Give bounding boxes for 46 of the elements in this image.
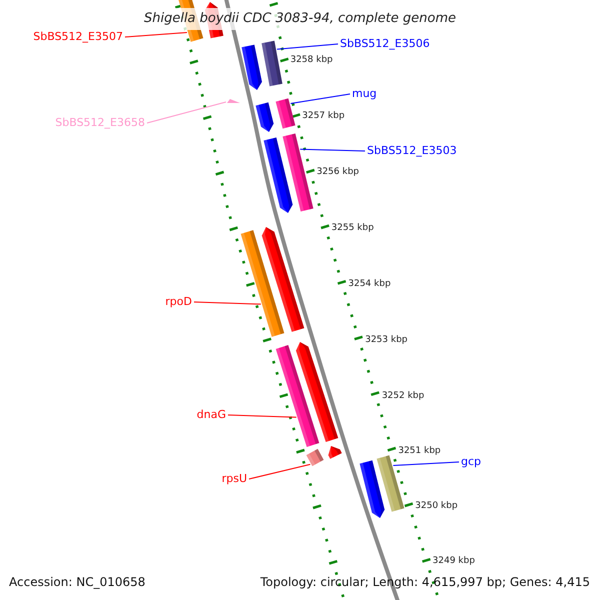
gene-label: rpoD	[165, 295, 192, 309]
accession-text: Accession: NC_010658	[9, 575, 146, 589]
gene-feature	[276, 98, 296, 129]
genome-stats-text: Topology: circular; Length: 4,615,997 bp; Genes: 4,415	[260, 575, 590, 589]
gene-label: mug	[352, 87, 377, 101]
gene-feature	[240, 230, 284, 337]
gene-feature	[376, 455, 404, 512]
title: Shigella boydii CDC 3083-94, complete genome	[0, 0, 600, 30]
gene-feature	[227, 99, 240, 103]
gene-feature	[264, 137, 293, 213]
gene-label: SbBS512_E3506	[340, 37, 430, 51]
gene-label: gcp	[461, 455, 482, 469]
scale-label: 3258 kbp	[290, 54, 333, 67]
scale-label: 3250 kbp	[415, 500, 458, 513]
leader-line	[300, 148, 366, 152]
gene-label: rpsU	[222, 472, 247, 486]
gene-feature	[276, 345, 320, 447]
gene-feature	[256, 102, 274, 132]
gene-feature	[242, 44, 262, 90]
leader-line	[228, 414, 297, 418]
leader-line	[276, 44, 338, 50]
gene-feature	[282, 133, 314, 212]
gene-feature	[360, 460, 385, 518]
scale-label: 3249 kbp	[432, 555, 475, 568]
gene-feature	[262, 227, 304, 332]
leader-line	[392, 462, 460, 466]
gene-feature	[262, 40, 282, 86]
leader-line	[194, 302, 262, 305]
leader-line	[124, 32, 188, 38]
scale-label: 3251 kbp	[398, 445, 441, 458]
gene-feature	[328, 446, 342, 459]
scale-label: 3256 kbp	[316, 166, 359, 179]
gene-label: SbBS512_E3658	[55, 116, 145, 130]
scale-label: 3252 kbp	[382, 390, 424, 403]
leader-line	[248, 464, 311, 480]
leader-line	[146, 102, 226, 124]
scale-label: 3253 kbp	[365, 334, 408, 347]
gene-label: SbBS512_E3503	[367, 144, 457, 158]
gene-label: dnaG	[196, 408, 226, 422]
gene-label: SbBS512_E3507	[33, 30, 123, 44]
gene-feature	[306, 448, 324, 466]
scale-label: 3254 kbp	[348, 278, 391, 291]
scale-label: 3257 kbp	[302, 110, 345, 123]
scale-label: 3255 kbp	[331, 222, 374, 235]
gene-feature	[296, 342, 338, 442]
leader-line	[290, 94, 350, 104]
